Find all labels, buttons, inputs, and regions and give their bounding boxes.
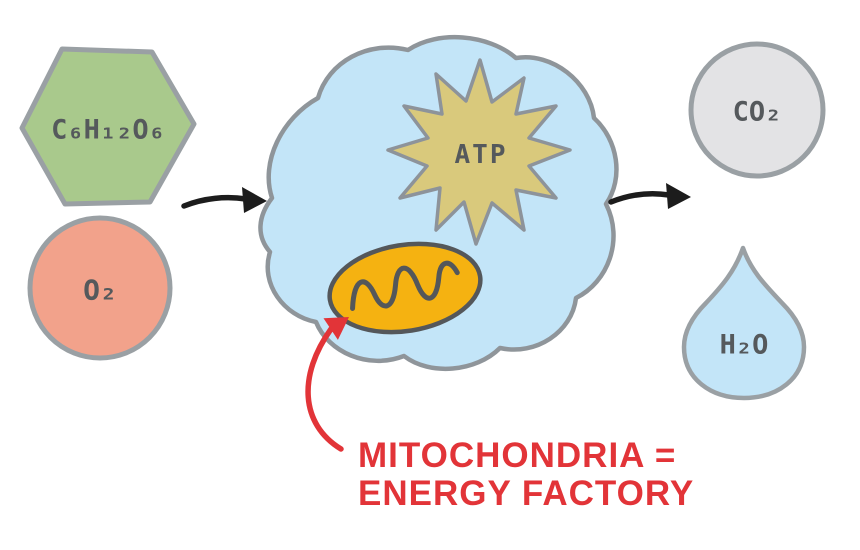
annotation-arrow-shaft	[305, 326, 344, 452]
oxygen-circle	[27, 215, 173, 361]
glucose-formula: C₆H₁₂O₆	[51, 115, 165, 146]
h2o-formula: H₂O	[720, 330, 769, 361]
co2-circle	[688, 41, 826, 179]
input-arrow	[181, 187, 267, 213]
annotation-line2: ENERGY FACTORY	[358, 474, 694, 513]
output-arrow-head	[666, 183, 691, 209]
glucose-hexagon	[19, 46, 197, 207]
oxygen-formula: O₂	[83, 274, 117, 307]
mitochondria-cristae	[350, 260, 460, 311]
co2-formula: CO₂	[733, 97, 782, 128]
annotation-arrow	[305, 317, 349, 452]
annotation-line1: MITOCHONDRIA =	[358, 436, 676, 475]
atp-starburst	[386, 58, 572, 246]
output-arrow-shaft	[608, 190, 672, 205]
input-arrow-head	[242, 187, 267, 213]
h2o-droplet	[681, 245, 807, 401]
atp-label: ATP	[455, 140, 508, 170]
mitochondria	[327, 241, 483, 335]
annotation-arrow-head	[323, 317, 349, 340]
output-arrow	[608, 183, 691, 209]
input-arrow-shaft	[181, 194, 249, 209]
